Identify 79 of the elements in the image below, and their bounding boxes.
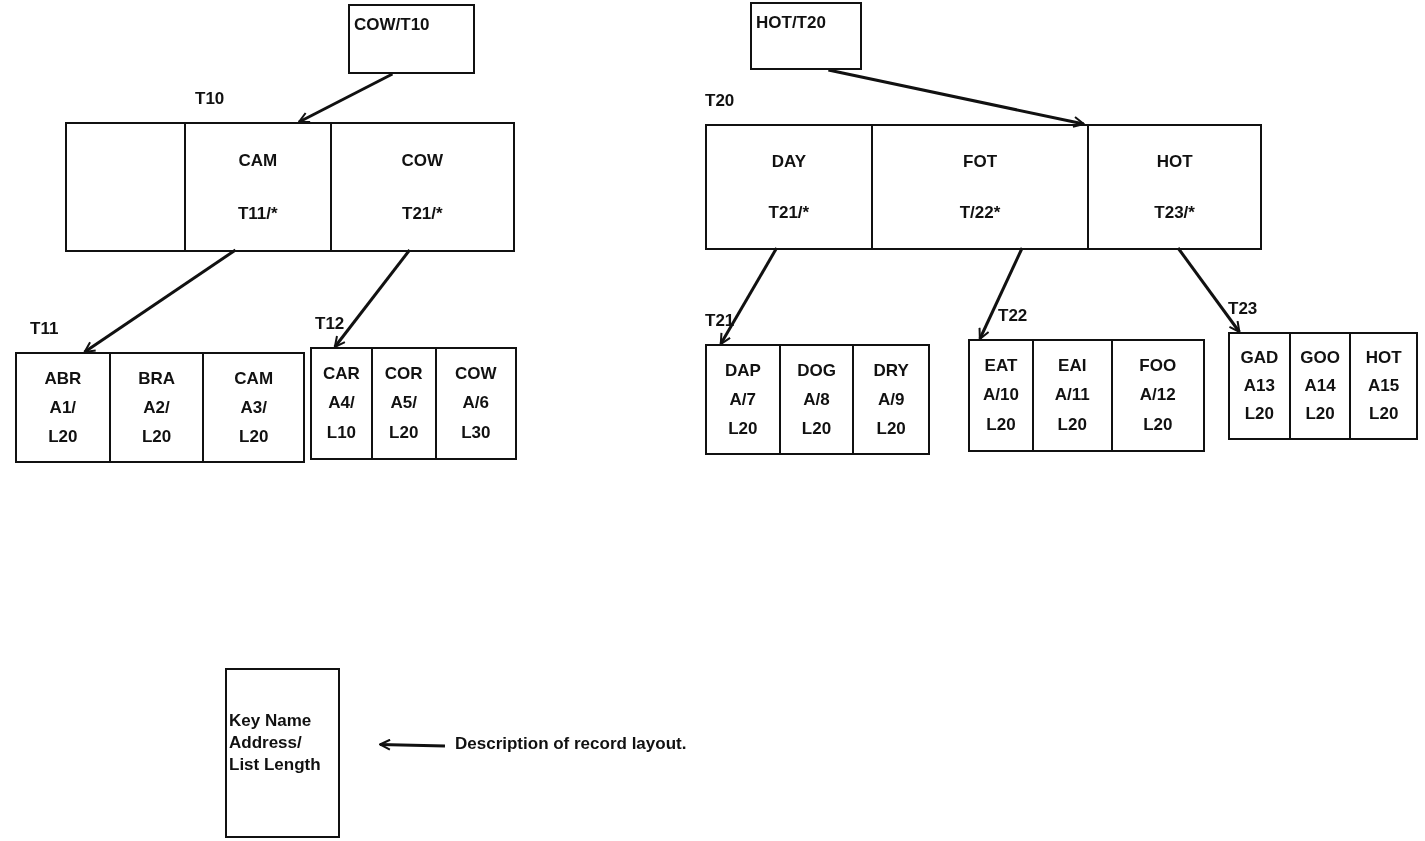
box-text: HOT/T20 [756,12,826,34]
cell-text: L20 [1057,414,1087,437]
cell-text: L10 [326,422,357,445]
cell-text: FOT [963,150,998,173]
cell-text: COR [384,362,423,385]
record-label: T21 [705,310,735,332]
cell-text: COW [455,362,497,385]
cell-text: L20 [728,417,758,440]
box-text: COW/T10 [354,14,430,36]
cell-text: A15 [1368,375,1400,397]
cell-text: L20 [876,417,906,440]
cell-text: A5/ [390,392,417,415]
cell-text: L20 [389,422,419,445]
cell-text: T21/* [402,202,443,225]
arrow [298,72,394,124]
pointer-box [348,4,475,74]
cell-text: L20 [141,425,172,448]
cell-text: A/11 [1054,384,1090,407]
arrow [379,738,446,751]
arrow [83,248,237,354]
cell-text: A/8 [803,388,830,411]
arrow [333,249,411,348]
cell-text: DRY [873,359,909,382]
cell-text: DAY [771,150,807,173]
record-label: T11 [30,318,59,340]
cell-text: EAI [1058,354,1087,377]
box-text: Key Name [229,710,312,732]
cell-text: L30 [461,422,491,445]
arrow [828,68,1085,128]
box-text: Address/ [229,732,302,754]
cell-text: GOO [1300,347,1340,369]
cell-text: A/9 [877,388,905,411]
cell-text: A/6 [462,392,489,415]
arrow [978,247,1024,340]
cell-text: L20 [1244,403,1274,425]
cell-text: COW [401,149,444,172]
cell-text: BRA [138,367,175,390]
record-label: T22 [998,305,1028,327]
cell-text: A14 [1304,375,1336,397]
description-text: Description of record layout. [455,733,735,759]
cell-text: L20 [1143,414,1173,437]
cell-text: EAT [984,354,1018,377]
cell-text: L20 [48,425,78,448]
cell-text: CAM [234,367,274,390]
cell-text: HOT [1365,347,1402,369]
cell-text: A2/ [143,396,170,419]
cell-text: ABR [44,367,82,390]
pointer-box [750,2,862,70]
cell-text: T11/* [237,202,278,225]
cell-text: L20 [986,414,1016,437]
cell-text: T23/* [1154,201,1195,224]
cell-text: DAP [724,359,761,382]
record-layout-box [225,668,340,838]
cell-text: A4/ [328,392,355,415]
cell-text: CAM [238,149,278,172]
cell-text: L20 [1305,403,1335,425]
cell-text: L20 [801,417,832,440]
cell-text: FOO [1139,354,1177,377]
record-label: T20 [705,90,735,112]
box-text: List Length [229,754,321,776]
arrow [1176,247,1241,333]
cell-text: T/22* [959,201,1001,224]
cell-text: A/12 [1139,384,1176,407]
cell-text: A/10 [983,384,1019,407]
record-label: T10 [195,88,225,110]
cell-text: A/7 [729,388,757,411]
record-label: T12 [315,313,345,335]
cell-text: L20 [1369,403,1399,425]
cell-text: GAD [1240,347,1279,369]
cell-text: A3/ [240,396,267,419]
cell-text: L20 [239,425,269,448]
record-label: T23 [1228,298,1258,320]
cell-text: CAR [323,362,360,385]
cell-text: T21/* [768,201,810,224]
cell-text: HOT [1156,150,1193,173]
arrow [719,247,778,345]
cell-text: A1/ [49,396,77,419]
cell-text: A13 [1243,375,1275,397]
cell-text: DOG [797,359,836,382]
